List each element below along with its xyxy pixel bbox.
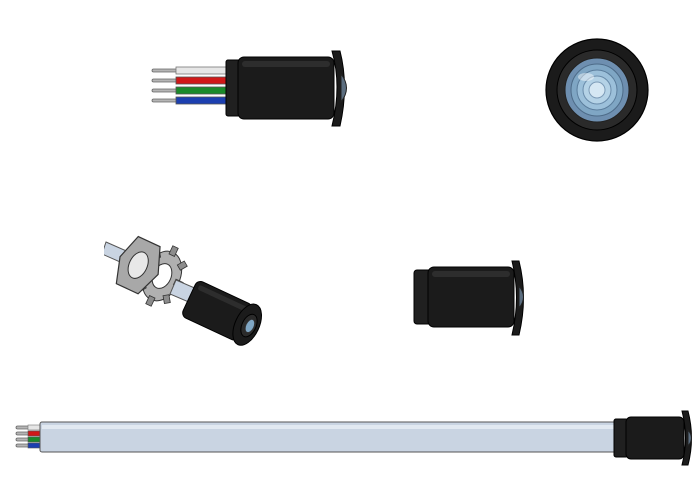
wire-pins [151, 68, 179, 103]
led-side-view-icon [413, 260, 524, 336]
led-front-view-lens-icon [545, 38, 649, 142]
led-side-view-wires [150, 46, 355, 136]
led-isometric-nut-washer-icon [104, 235, 262, 346]
assembly-wire-pins [15, 425, 31, 448]
led-side-view-wires-icon [151, 50, 347, 127]
led-cable-assembly-icon [15, 410, 692, 466]
hex-nut [115, 235, 161, 295]
colored-wires [175, 66, 229, 105]
led-isometric-mount [104, 228, 274, 356]
led-cable-assembly [14, 408, 698, 470]
led-front-view [544, 37, 652, 145]
led-side-view [412, 258, 530, 340]
